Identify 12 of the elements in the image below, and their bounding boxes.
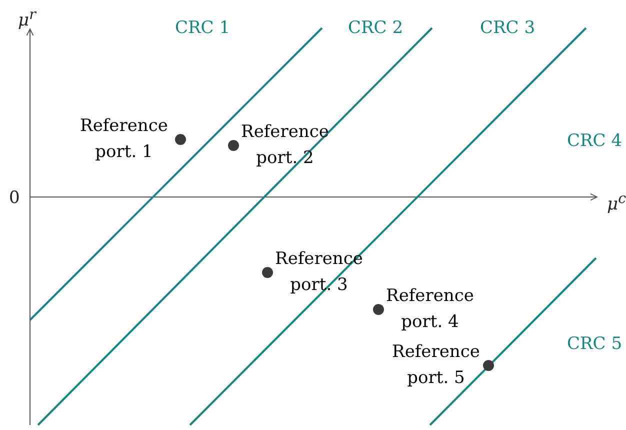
point-label: Reference port. 4 bbox=[385, 285, 475, 334]
line-label: CRC 2 bbox=[348, 17, 404, 40]
line-label: CRC 1 bbox=[175, 17, 230, 40]
point-label: Reference port. 1 bbox=[79, 115, 169, 164]
line-label: CRC 3 bbox=[480, 17, 536, 40]
point-label: Reference port. 2 bbox=[240, 121, 330, 170]
point-label: Reference port. 5 bbox=[391, 341, 481, 390]
line-label: CRC 5 bbox=[567, 333, 622, 356]
axis-label: μ$^{r}$ bbox=[18, 6, 36, 33]
line-label: CRC 4 bbox=[567, 130, 622, 153]
axis-label: μ$^{c}$ bbox=[607, 190, 626, 217]
axis-tick-label: 0 bbox=[9, 187, 20, 210]
